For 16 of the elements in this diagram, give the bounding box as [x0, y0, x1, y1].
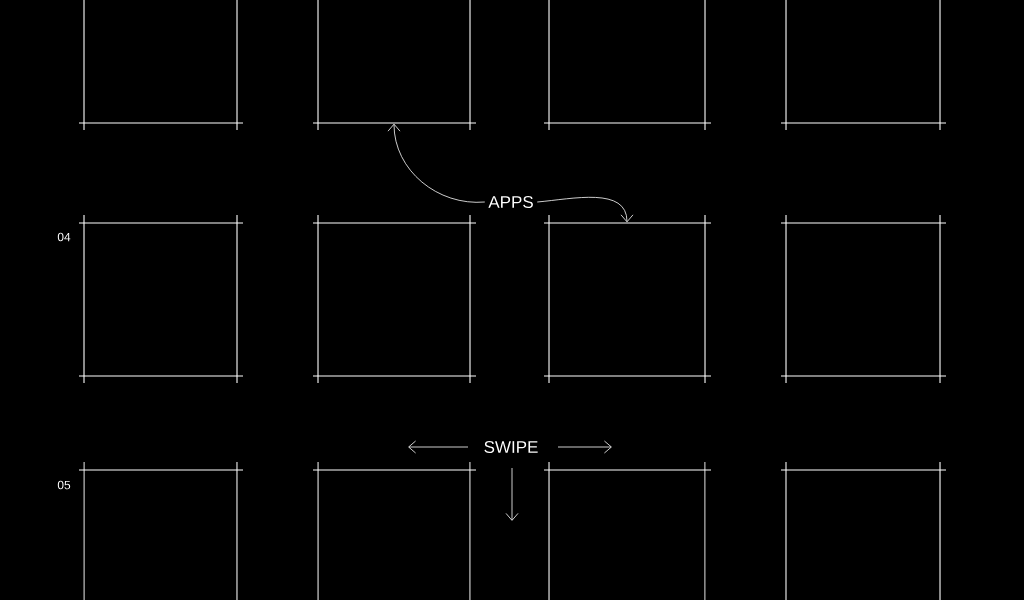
box-frame — [780, 0, 947, 131]
swipe-label: SWIPE — [484, 441, 538, 454]
box-frame — [543, 214, 712, 384]
box-frame — [780, 461, 947, 600]
box-frame — [543, 0, 712, 131]
box-frame — [312, 214, 477, 384]
box-frame — [780, 214, 947, 384]
box-frame — [78, 461, 244, 600]
box-frame — [543, 461, 712, 600]
box-frame — [78, 0, 244, 131]
box-frame — [312, 461, 477, 600]
text-label: APPS — [488, 196, 533, 209]
box-frame — [78, 214, 244, 384]
curved-arrow — [536, 196, 634, 223]
box-frame — [312, 0, 477, 131]
curved-arrow — [387, 123, 486, 203]
